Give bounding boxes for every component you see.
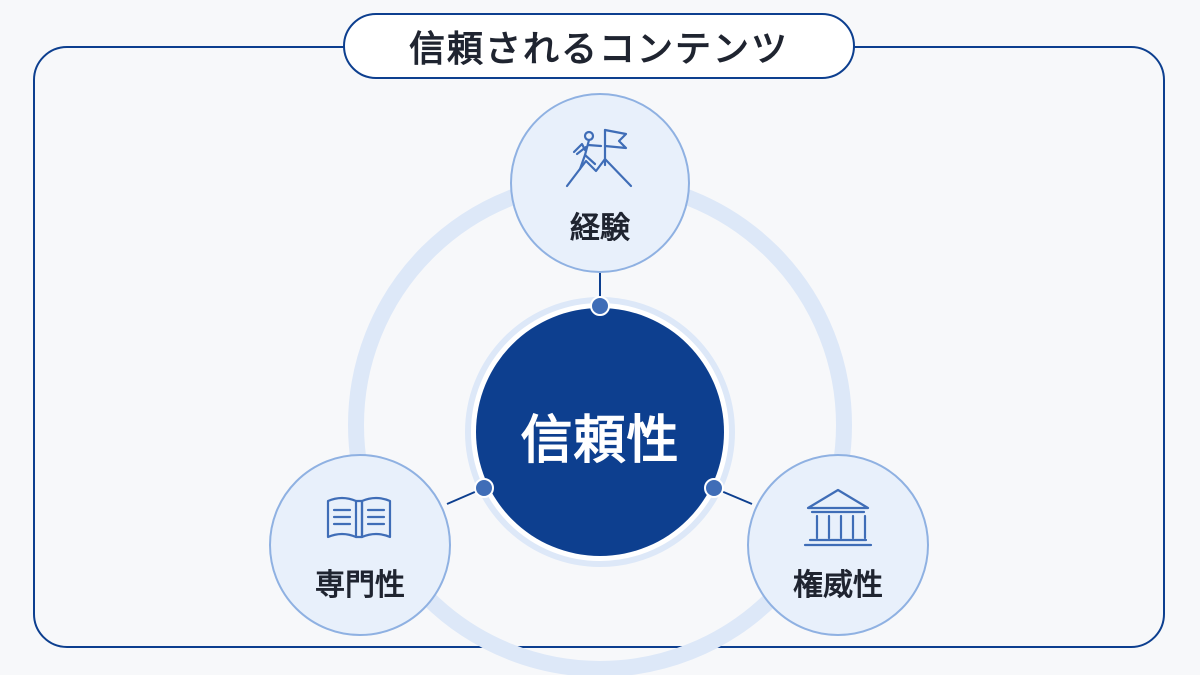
title-pill: 信頼されるコンテンツ <box>343 13 855 79</box>
center-label: 信頼性 <box>520 411 680 471</box>
node-right-label: 権威性 <box>793 568 883 603</box>
mountain-climber-flag-icon <box>565 128 633 188</box>
node-left-circle <box>269 454 451 636</box>
node-top-circle <box>510 93 690 273</box>
diagram-title: 信頼されるコンテンツ <box>408 29 789 70</box>
connector-dot-right <box>704 478 724 498</box>
connector-dot-left <box>474 478 494 498</box>
center-circle <box>476 308 724 556</box>
institution-building-icon <box>803 488 873 547</box>
connector-dot-top <box>590 296 610 316</box>
node-left-label: 専門性 <box>315 568 405 603</box>
node-top-label: 経験 <box>570 211 630 246</box>
open-book-icon <box>326 496 392 539</box>
